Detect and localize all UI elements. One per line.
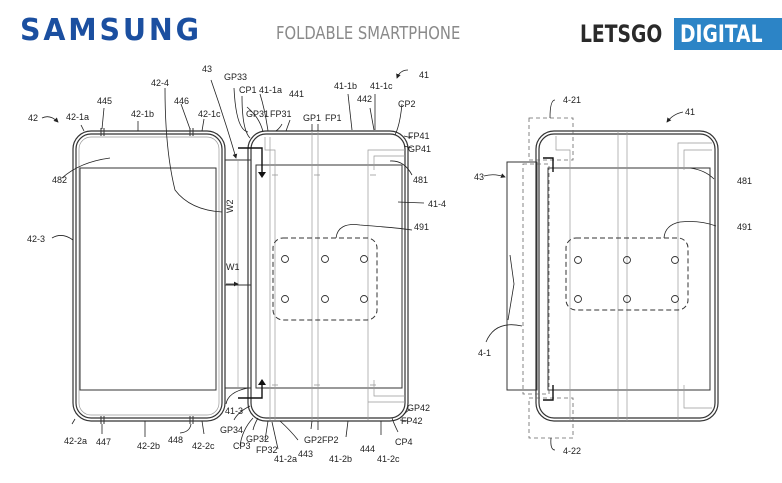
figure-subtitle: FOLDABLE SMARTPHONE xyxy=(276,23,461,44)
right-feed-lines xyxy=(555,131,712,421)
label-481: 481 xyxy=(413,175,428,185)
right-contacts xyxy=(574,256,679,303)
label-GP2: GP2 xyxy=(304,435,322,445)
label-441: 441 xyxy=(289,89,304,99)
label-42-2a: 42-2a xyxy=(64,436,87,446)
left-labels: 42 42-1a 445 42-1b 446 42-1c 42-4 43 482… xyxy=(27,64,243,451)
label-FP41: FP41 xyxy=(408,131,430,141)
label-481-right: 481 xyxy=(737,176,752,186)
label-41-2b: 41-2b xyxy=(329,454,352,464)
label-GP1: GP1 xyxy=(303,113,321,123)
right-feed-dark xyxy=(543,157,554,401)
label-446: 446 xyxy=(174,96,189,106)
label-42-3: 42-3 xyxy=(27,234,45,244)
antenna-region-491 xyxy=(272,237,378,321)
middle-labels: GP33 CP1 41-1a 441 GP31 FP31 GP1 FP1 41-… xyxy=(220,70,446,464)
label-CP2: CP2 xyxy=(398,99,416,109)
label-4-22: 4-22 xyxy=(563,446,581,456)
label-445: 445 xyxy=(97,96,112,106)
label-443: 443 xyxy=(298,449,313,459)
left-display-482 xyxy=(79,167,217,391)
feed-arrow-bottom xyxy=(258,379,266,385)
label-41-top: 41 xyxy=(419,70,429,80)
right-region-4-1 xyxy=(522,163,550,395)
left-top-gaps xyxy=(100,128,194,424)
right-display-481 xyxy=(547,167,711,391)
label-GP41: GP41 xyxy=(408,144,431,154)
label-41-3: 41-3 xyxy=(225,406,243,416)
label-41-right: 41 xyxy=(685,107,695,117)
label-4-21: 4-21 xyxy=(563,95,581,105)
label-43: 43 xyxy=(202,64,212,74)
label-FP2: FP2 xyxy=(322,435,339,445)
label-42-1a: 42-1a xyxy=(66,112,89,122)
header: SAMSUNG FOLDABLE SMARTPHONE LETSGO DIGIT… xyxy=(0,0,782,56)
left-housing-42 xyxy=(72,130,226,422)
hinge-43 xyxy=(224,159,252,389)
label-GP31: GP31 xyxy=(246,109,269,119)
right-region-4-21 xyxy=(528,117,574,161)
label-FP42: FP42 xyxy=(401,416,423,426)
label-41-4: 41-4 xyxy=(428,199,446,209)
label-482: 482 xyxy=(52,175,67,185)
middle-ground-symbols xyxy=(272,174,376,386)
label-41-1a: 41-1a xyxy=(259,85,282,95)
label-FP32: FP32 xyxy=(256,445,278,455)
logo-highlight-part: DIGITAL xyxy=(674,18,782,50)
right-labels: 4-21 41 43 481 491 4-1 4-22 xyxy=(474,95,752,456)
label-43-right: 43 xyxy=(474,172,484,182)
label-42-1c: 42-1c xyxy=(198,109,221,119)
label-FP31: FP31 xyxy=(270,109,292,119)
label-41-2a: 41-2a xyxy=(274,454,297,464)
label-491-right: 491 xyxy=(737,222,752,232)
right-antenna-region-491 xyxy=(565,237,689,311)
label-41-2c: 41-2c xyxy=(377,454,400,464)
right-hinge-43 xyxy=(506,161,538,391)
samsung-logo: SAMSUNG xyxy=(20,13,202,48)
label-GP32: GP32 xyxy=(246,434,269,444)
logo-dark-part: LETSGO xyxy=(580,20,663,48)
label-444: 444 xyxy=(360,444,375,454)
label-42-4: 42-4 xyxy=(151,78,169,88)
label-GP33: GP33 xyxy=(224,72,247,82)
label-W1: W1 xyxy=(226,262,240,272)
label-W2: W2 xyxy=(225,200,235,214)
middle-feed-dark xyxy=(238,147,263,399)
feed-arrow-top xyxy=(258,172,266,178)
label-42-1b: 42-1b xyxy=(131,109,154,119)
middle-feed-lines xyxy=(264,131,405,421)
label-CP3: CP3 xyxy=(233,441,251,451)
label-CP1: CP1 xyxy=(239,85,257,95)
label-GP42: GP42 xyxy=(407,403,430,413)
middle-contacts xyxy=(281,255,368,303)
label-FP1: FP1 xyxy=(325,113,342,123)
logo-highlight-text: DIGITAL xyxy=(680,20,763,48)
label-491: 491 xyxy=(414,222,429,232)
leader-lines xyxy=(41,69,717,451)
label-GP34: GP34 xyxy=(220,425,243,435)
label-42-2b: 42-2b xyxy=(137,441,160,451)
label-442: 442 xyxy=(357,94,372,104)
label-CP4: CP4 xyxy=(395,437,413,447)
middle-housing-41 xyxy=(247,130,409,422)
label-41-1b: 41-1b xyxy=(334,81,357,91)
label-41-1c: 41-1c xyxy=(370,81,393,91)
middle-display-481 xyxy=(255,164,403,389)
label-447: 447 xyxy=(96,437,111,447)
label-4-1: 4-1 xyxy=(478,348,491,358)
label-448: 448 xyxy=(168,435,183,445)
label-42: 42 xyxy=(28,113,38,123)
label-42-2c: 42-2c xyxy=(192,441,215,451)
letsgodigital-logo: LETSGO DIGITAL xyxy=(580,18,782,50)
